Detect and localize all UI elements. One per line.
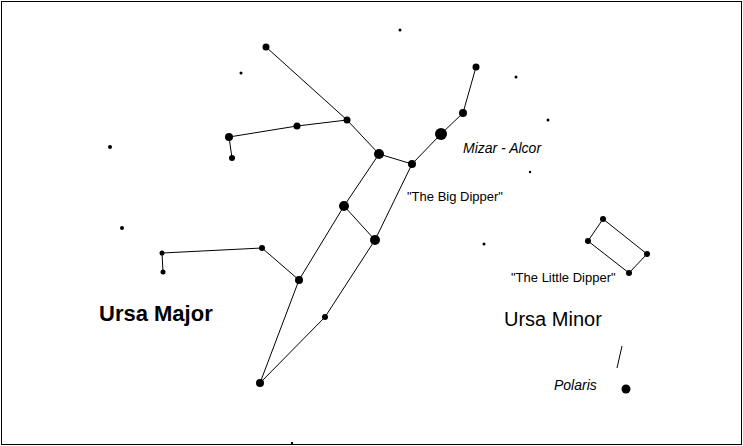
- star-dot: [600, 216, 606, 222]
- star-dot: [294, 123, 301, 130]
- constellation-line: [260, 154, 379, 383]
- star-dot: [408, 160, 416, 168]
- constellation-line: [617, 346, 622, 368]
- star-dot: [322, 314, 328, 320]
- star-dot: [435, 128, 447, 140]
- constellation-lines: [162, 47, 647, 383]
- star-dot: [459, 109, 467, 117]
- star-dot: [473, 64, 480, 71]
- star-dot: [374, 149, 384, 159]
- constellation-line: [266, 47, 476, 164]
- constellation-name: Ursa Minor: [503, 308, 603, 330]
- star-dot: [108, 145, 112, 149]
- star-dot: [259, 245, 265, 251]
- star-dot: [483, 243, 486, 246]
- star-dot: [120, 226, 124, 230]
- star-dot: [291, 442, 293, 444]
- star-dot: [626, 270, 632, 276]
- star-dot: [229, 155, 235, 161]
- star-dot: [225, 133, 233, 141]
- star-name: Mizar - Alcor: [462, 141, 542, 156]
- star-dot: [547, 119, 550, 122]
- star-dot: [515, 76, 518, 79]
- star-dot: [240, 72, 243, 75]
- constellation-name: Ursa Major: [98, 302, 214, 326]
- stars: [108, 29, 650, 445]
- asterism-name: "The Big Dipper": [406, 190, 504, 204]
- star-dot: [529, 171, 531, 173]
- constellation-line: [162, 248, 299, 280]
- star-dot: [161, 270, 166, 275]
- constellation-line: [260, 164, 412, 383]
- star-dot: [263, 44, 270, 51]
- constellation-line: [588, 219, 647, 273]
- star-dot: [644, 251, 650, 257]
- star-dot: [256, 379, 264, 387]
- asterism-name: "The Little Dipper": [510, 271, 617, 285]
- star-dot: [344, 117, 351, 124]
- constellation-line: [344, 206, 375, 240]
- star-dot: [622, 385, 631, 394]
- star-dot: [585, 238, 591, 244]
- constellation-line: [229, 120, 347, 158]
- star-dot: [370, 235, 380, 245]
- star-dot: [160, 251, 165, 256]
- star-name: Polaris: [553, 378, 598, 393]
- star-dot: [339, 201, 349, 211]
- star-dot: [399, 29, 402, 32]
- star-dot: [295, 276, 303, 284]
